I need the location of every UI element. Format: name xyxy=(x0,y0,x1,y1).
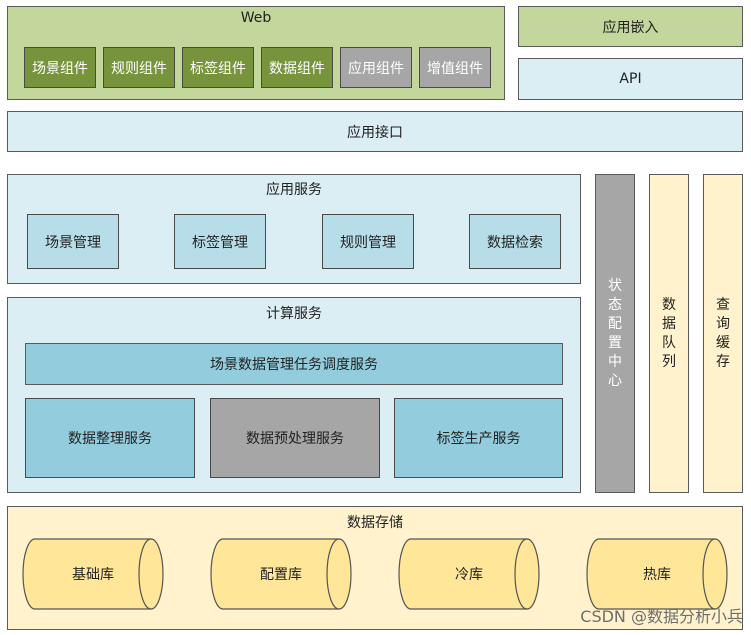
scene-management-box[interactable]: 场景管理 xyxy=(27,214,119,269)
cylinder-icon xyxy=(210,538,352,610)
data-queue[interactable]: 数据队列 xyxy=(649,174,689,493)
compute-service-title: 计算服务 xyxy=(266,306,322,322)
state-config-center-label: 状态配置中心 xyxy=(608,277,622,389)
cylinder-icon xyxy=(586,538,728,610)
web-component-data[interactable]: 数据组件 xyxy=(261,47,333,88)
cylinder-icon xyxy=(22,538,164,610)
hot-db-cylinder[interactable]: 热库 xyxy=(586,538,728,610)
cold-db-cylinder[interactable]: 冷库 xyxy=(398,538,540,610)
web-component-app[interactable]: 应用组件 xyxy=(340,47,412,88)
base-db-cylinder[interactable]: 基础库 xyxy=(22,538,164,610)
data-preprocess-service-box[interactable]: 数据预处理服务 xyxy=(210,398,380,478)
rule-management-box[interactable]: 规则管理 xyxy=(322,214,414,269)
api-box[interactable]: API xyxy=(518,58,743,100)
data-storage-title: 数据存储 xyxy=(347,515,403,531)
query-cache-label: 查询缓存 xyxy=(716,296,730,370)
web-component-scene[interactable]: 场景组件 xyxy=(24,47,96,88)
scheduler-service-box[interactable]: 场景数据管理任务调度服务 xyxy=(25,343,563,385)
base-db-label: 基础库 xyxy=(72,567,114,583)
app-service-title: 应用服务 xyxy=(266,182,322,198)
tag-production-service-box[interactable]: 标签生产服务 xyxy=(394,398,563,478)
web-title: Web xyxy=(240,10,272,26)
data-queue-label: 数据队列 xyxy=(662,296,676,370)
web-component-value-added[interactable]: 增值组件 xyxy=(419,47,491,88)
web-component-rule[interactable]: 规则组件 xyxy=(103,47,175,88)
data-search-box[interactable]: 数据检索 xyxy=(469,214,561,269)
app-embed-box[interactable]: 应用嵌入 xyxy=(518,6,743,47)
config-db-label: 配置库 xyxy=(260,567,302,583)
cold-db-label: 冷库 xyxy=(455,567,483,583)
state-config-center[interactable]: 状态配置中心 xyxy=(595,174,635,493)
cylinder-icon xyxy=(398,538,540,610)
app-interface-box[interactable]: 应用接口 xyxy=(7,111,743,152)
tag-management-box[interactable]: 标签管理 xyxy=(174,214,266,269)
query-cache[interactable]: 查询缓存 xyxy=(703,174,743,493)
config-db-cylinder[interactable]: 配置库 xyxy=(210,538,352,610)
data-organize-service-box[interactable]: 数据整理服务 xyxy=(25,398,195,478)
web-component-tag[interactable]: 标签组件 xyxy=(182,47,254,88)
hot-db-label: 热库 xyxy=(643,567,671,583)
watermark: CSDN @数据分析小兵 xyxy=(580,607,743,626)
